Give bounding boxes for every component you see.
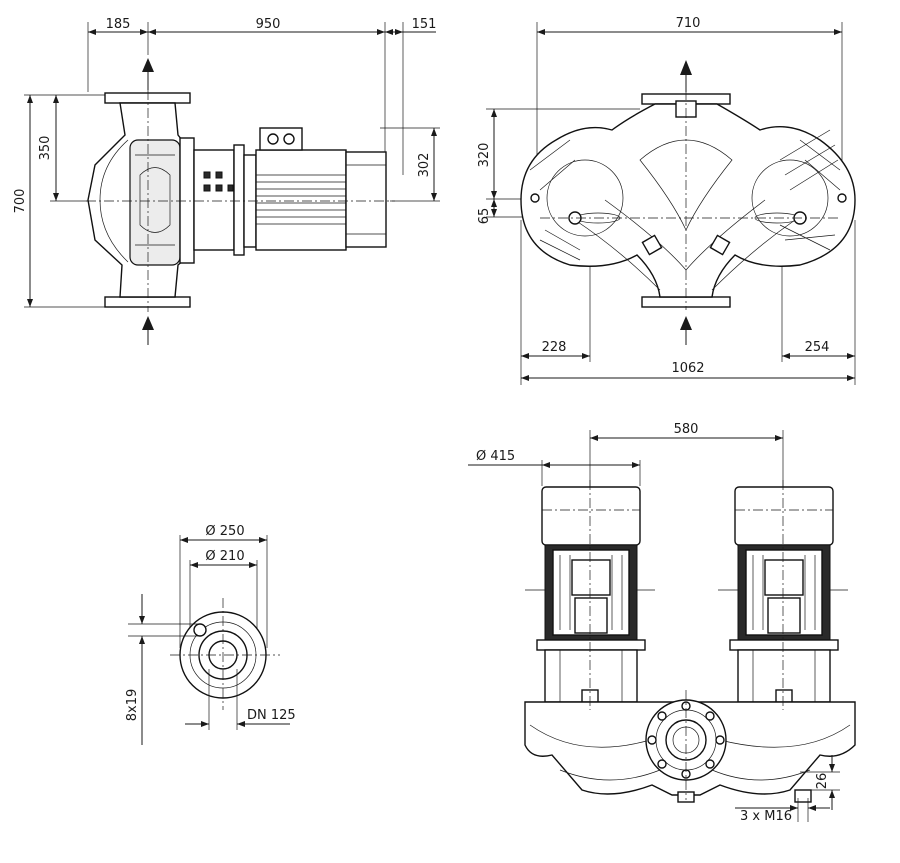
top-housing (520, 93, 856, 308)
dim-1062: 1062 (671, 361, 704, 376)
flange-view: Ø 250 Ø 210 8x19 DN 125 (125, 524, 296, 745)
dim-302: 302 (417, 153, 432, 178)
dim-320: 320 (477, 143, 492, 168)
dim-26: 26 (815, 773, 830, 790)
flange-side-dimensions: 8x19 (125, 594, 200, 745)
side-top-dimensions: 185 950 151 (87, 17, 437, 175)
dim-65: 65 (477, 208, 492, 225)
dim-dn-125: DN 125 (247, 708, 296, 723)
side-view: 185 950 151 700 350 302 (13, 17, 440, 345)
dim-8x19: 8x19 (125, 689, 140, 722)
side-pump-housing (87, 92, 195, 308)
dim-228: 228 (542, 340, 567, 355)
side-motor (255, 127, 387, 251)
dim-151: 151 (412, 17, 437, 32)
dim-580: 580 (674, 422, 699, 437)
dim-thread-m16: 3 x M16 (740, 809, 792, 824)
dim-700: 700 (13, 189, 28, 214)
side-right-dimension: 302 (380, 127, 440, 202)
top-bottom-dimensions: 228 254 1062 (520, 220, 856, 385)
front-motor-right (718, 486, 848, 703)
dim-185: 185 (106, 17, 131, 32)
top-view: 710 320 65 228 254 1062 (477, 16, 856, 385)
front-dimensions: 580 Ø 415 (468, 422, 784, 520)
flange-dimensions: Ø 250 Ø 210 (179, 524, 268, 648)
dn-dimension: DN 125 (185, 669, 296, 730)
dim-diameter-250: Ø 250 (205, 524, 244, 539)
front-view: 580 Ø 415 (468, 422, 856, 824)
dim-diameter-415: Ø 415 (476, 449, 515, 464)
dim-254: 254 (805, 340, 830, 355)
dim-350: 350 (38, 136, 53, 161)
flow-arrows-top (680, 60, 692, 345)
front-casing (524, 699, 856, 803)
dim-950: 950 (256, 17, 281, 32)
front-foot-dimensions: 26 3 x M16 (735, 755, 840, 824)
top-left-dimensions: 320 65 (477, 108, 640, 225)
flange-body (170, 598, 280, 710)
side-left-dimensions: 700 350 (13, 94, 105, 308)
side-lantern (193, 144, 257, 256)
dim-710: 710 (676, 16, 701, 31)
front-motor-left (525, 486, 655, 703)
dim-diameter-210: Ø 210 (205, 549, 244, 564)
flow-arrows-side (142, 58, 154, 345)
